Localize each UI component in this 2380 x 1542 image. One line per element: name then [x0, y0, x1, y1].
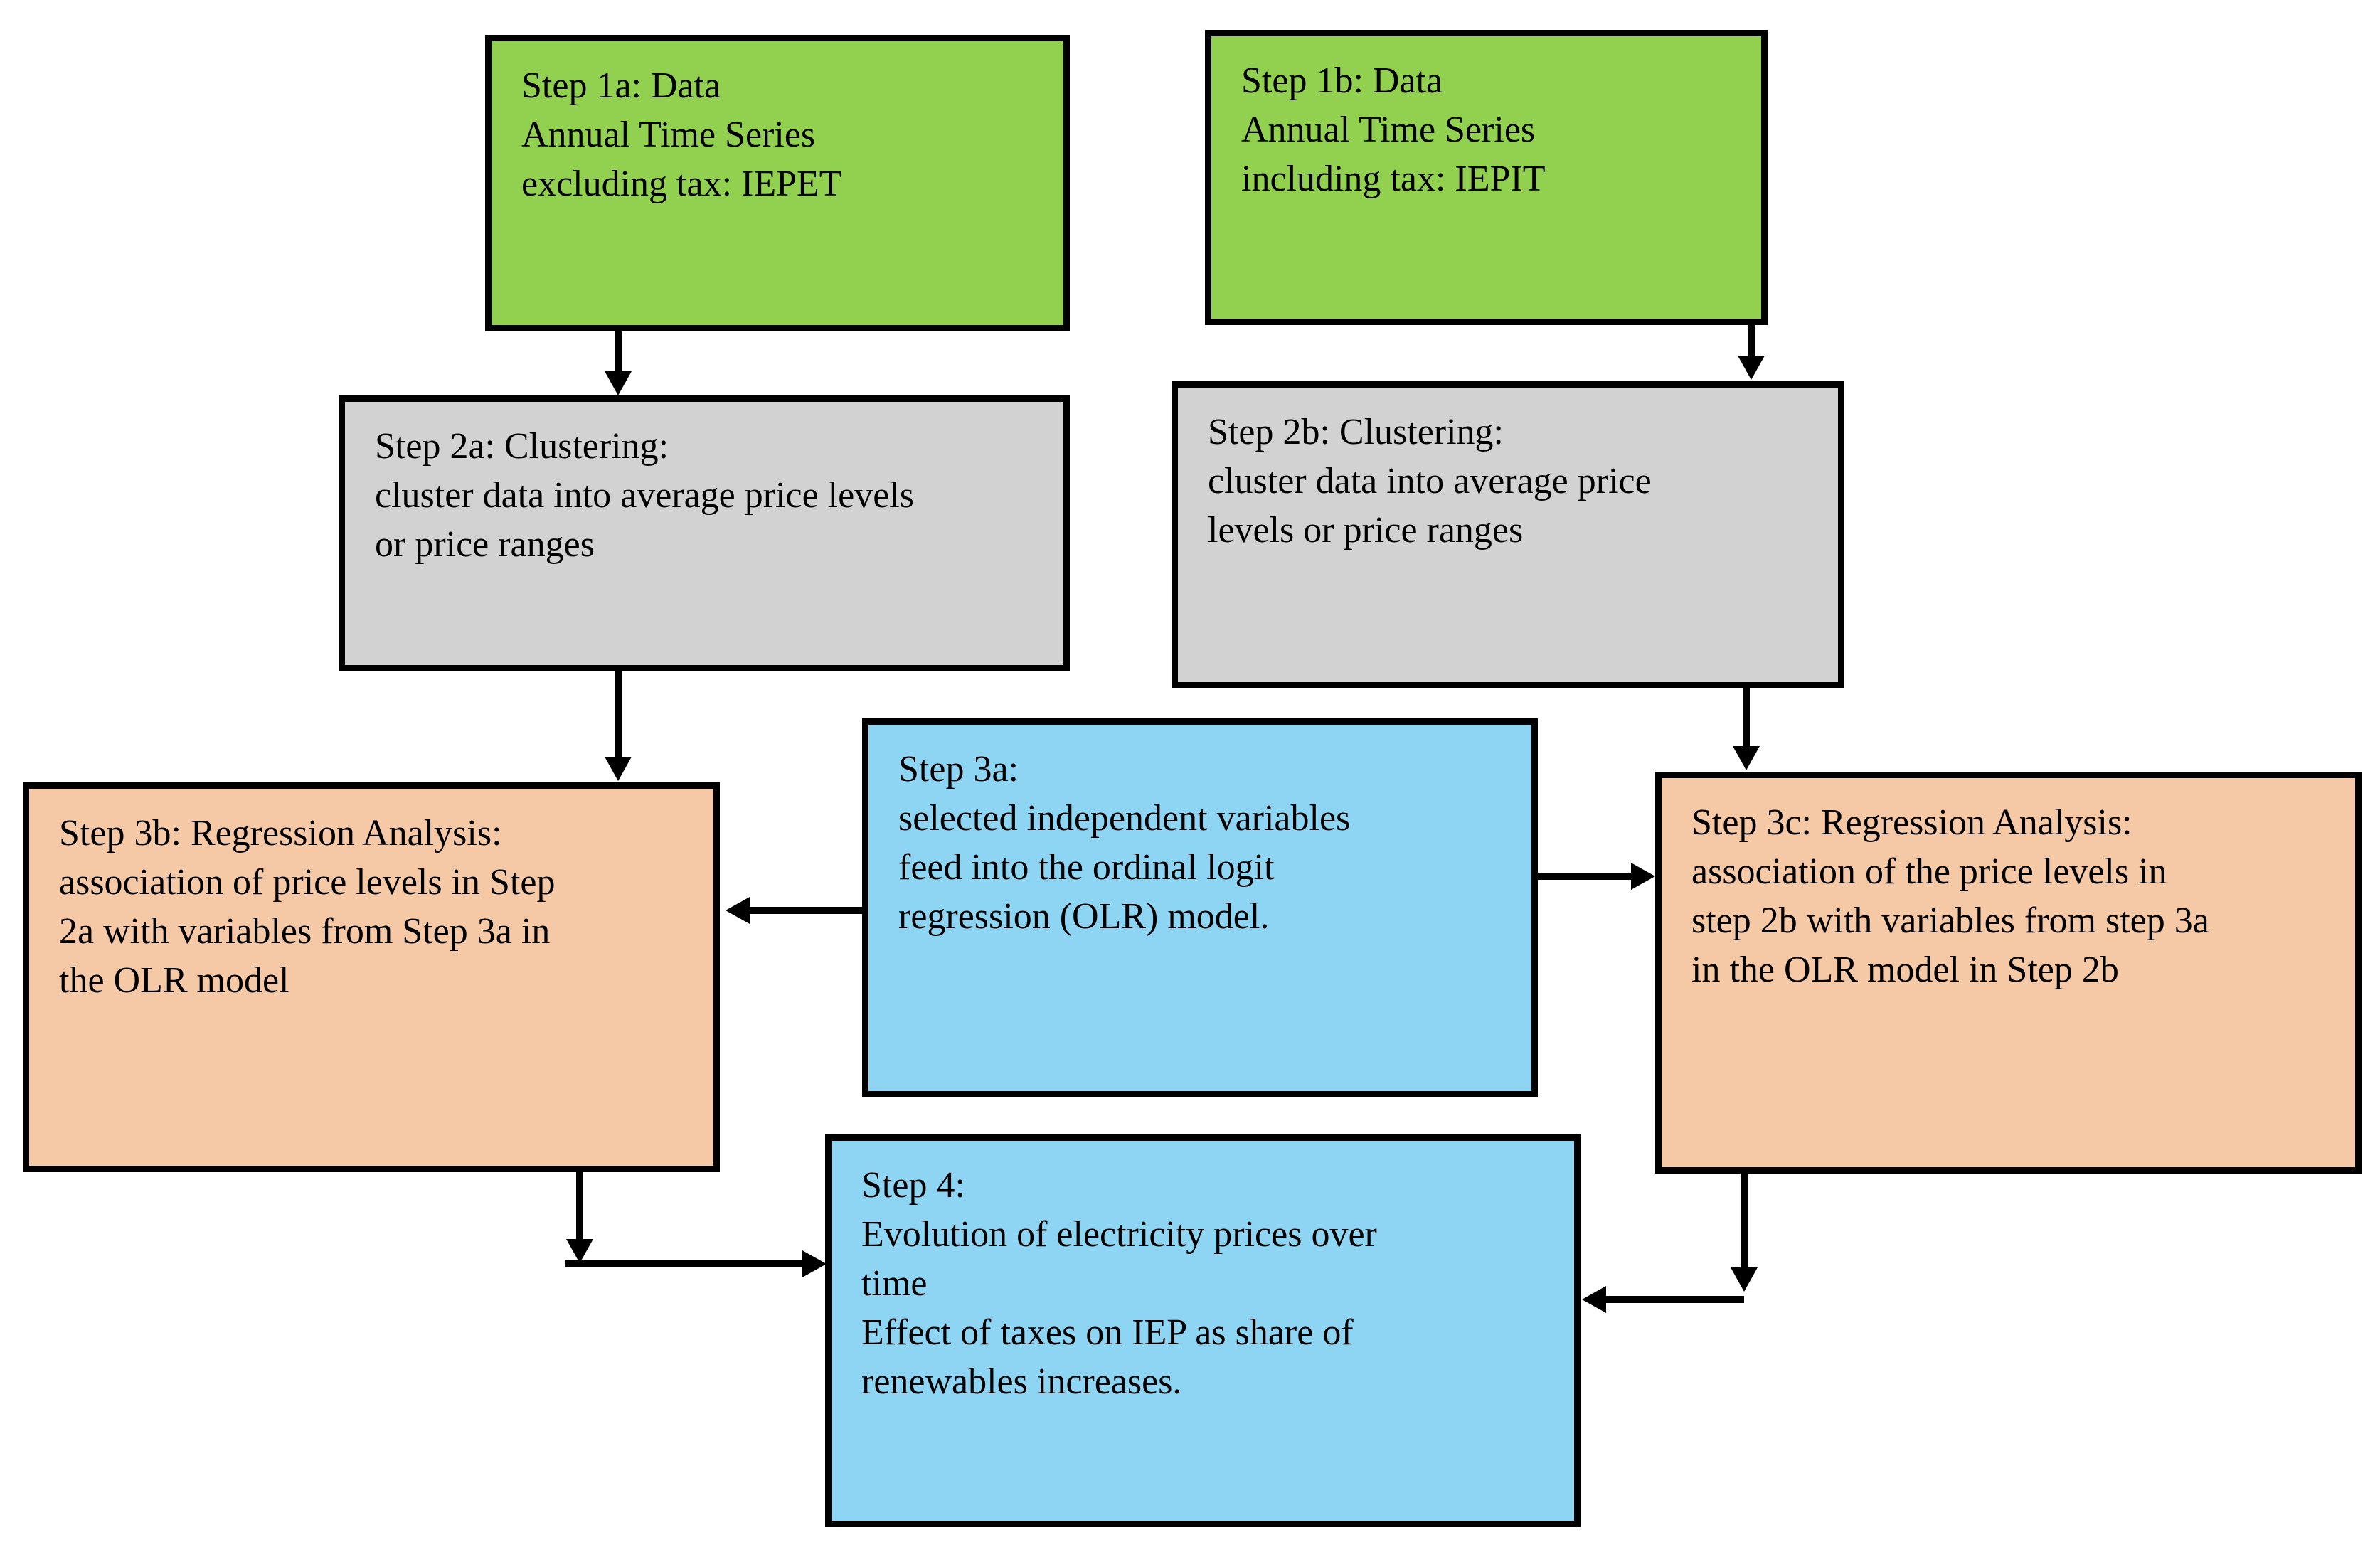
- box-step-3c-line-2: association of the price levels in: [1691, 851, 2167, 892]
- box-step-4: Step 4: Evolution of electricity prices …: [825, 1134, 1581, 1527]
- box-step-3a-line-3: feed into the ordinal logit: [898, 847, 1275, 888]
- box-step-4-line-2: Evolution of electricity prices over: [861, 1214, 1377, 1255]
- box-step-1b-line-2: Annual Time Series: [1241, 110, 1536, 150]
- box-step-3c: Step 3c: Regression Analysis: associatio…: [1655, 772, 2362, 1174]
- box-step-2b-line-1: Step 2b: Clustering:: [1208, 412, 1504, 452]
- box-step-4-line-4: Effect of taxes on IEP as share of: [861, 1312, 1354, 1353]
- arrow-step3b-to-step4: [565, 1172, 827, 1277]
- box-step-1b-line-1: Step 1b: Data: [1241, 60, 1443, 101]
- arrow-step2a-to-step3b: [605, 671, 632, 781]
- box-step-1b-line-3: including tax: IEPIT: [1241, 159, 1546, 199]
- box-step-3b-line-1: Step 3b: Regression Analysis:: [59, 813, 502, 854]
- box-step-3a: Step 3a: selected independent variables …: [862, 718, 1538, 1097]
- box-step-2b-line-3: levels or price ranges: [1208, 510, 1524, 551]
- arrow-step1a-to-step2a: [605, 331, 632, 395]
- box-step-3b-line-3: 2a with variables from Step 3a in: [59, 911, 551, 952]
- box-step-3c-line-3: step 2b with variables from step 3a: [1691, 900, 2209, 941]
- box-step-1a: Step 1a: Data Annual Time Series excludi…: [485, 35, 1070, 331]
- box-step-2a-line-2: cluster data into average price levels: [375, 475, 914, 516]
- box-step-3c-line-1: Step 3c: Regression Analysis:: [1691, 802, 2132, 843]
- box-step-4-line-5: renewables increases.: [861, 1361, 1182, 1402]
- box-step-4-line-3: time: [861, 1263, 928, 1304]
- box-step-3b-line-2: association of price levels in Step: [59, 862, 556, 903]
- arrow-step3c-to-step4: [1582, 1174, 1758, 1313]
- box-step-2a-line-1: Step 2a: Clustering:: [375, 426, 669, 467]
- box-step-3a-line-4: regression (OLR) model.: [898, 896, 1270, 937]
- arrow-step3a-to-step3b: [726, 897, 862, 924]
- arrow-step3a-to-step3c: [1522, 863, 1655, 890]
- box-step-2b-line-2: cluster data into average price: [1208, 461, 1652, 501]
- arrow-step2b-to-step3c: [1733, 688, 1760, 770]
- box-step-1a-line-1: Step 1a: Data: [521, 65, 721, 106]
- box-step-3a-line-1: Step 3a:: [898, 749, 1019, 789]
- box-step-2b: Step 2b: Clustering: cluster data into a…: [1172, 381, 1844, 688]
- box-step-2a-line-3: or price ranges: [375, 524, 595, 565]
- box-step-1b: Step 1b: Data Annual Time Series includi…: [1205, 30, 1768, 325]
- box-step-2a: Step 2a: Clustering: cluster data into a…: [339, 395, 1070, 671]
- box-step-3b-line-4: the OLR model: [59, 960, 289, 1001]
- box-step-3c-line-4: in the OLR model in Step 2b: [1691, 950, 2119, 990]
- box-step-3a-line-2: selected independent variables: [898, 798, 1351, 839]
- arrow-step1b-to-step2b: [1738, 325, 1765, 380]
- box-step-4-line-1: Step 4:: [861, 1165, 965, 1206]
- box-step-1a-line-3: excluding tax: IEPET: [521, 164, 842, 204]
- box-step-3b: Step 3b: Regression Analysis: associatio…: [23, 782, 720, 1172]
- box-step-1a-line-2: Annual Time Series: [521, 115, 816, 155]
